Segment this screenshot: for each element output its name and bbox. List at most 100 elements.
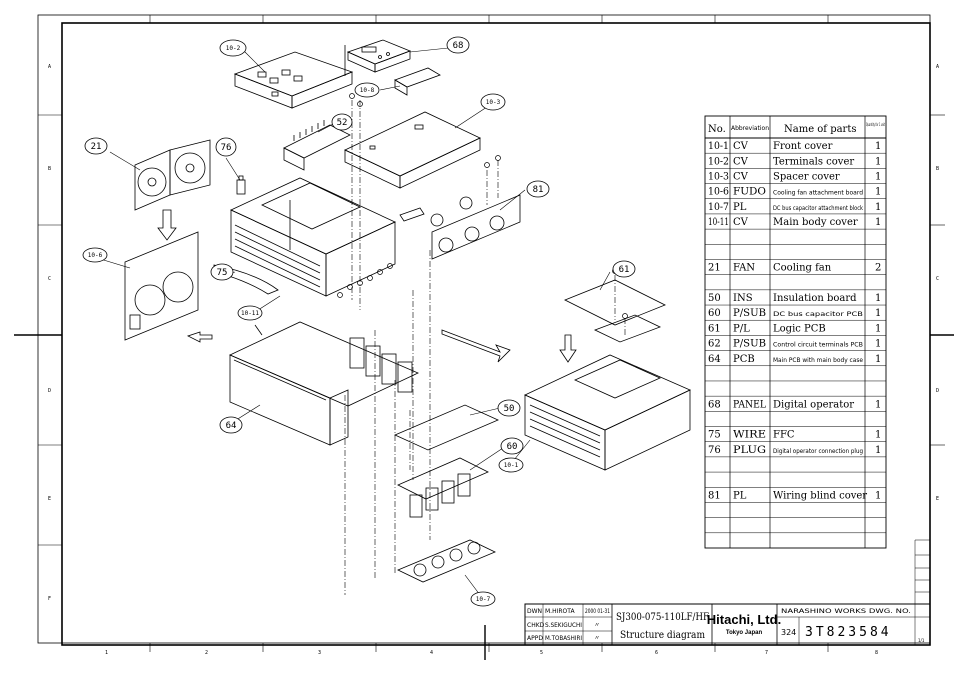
- part-cooling-fans: [134, 139, 211, 211]
- arrow-right-assembly: [441, 329, 511, 363]
- zone-col-8: 8: [875, 650, 878, 656]
- table-cell-abbr: P/SUB: [733, 308, 766, 319]
- drawing-number: 3T823584: [805, 625, 892, 640]
- table-cell-name: Terminals cover: [773, 156, 854, 167]
- table-cell-qty: 1: [875, 339, 881, 350]
- dwn-date: 2000 01-31: [585, 608, 610, 615]
- part-wiring-blind-cover: [399, 194, 521, 260]
- exploded-view: [124, 39, 691, 583]
- svg-text:10-3: 10-3: [486, 99, 501, 106]
- table-cell-qty: 1: [875, 354, 881, 365]
- table-cell-no: 60: [708, 308, 721, 319]
- zone-col-3: 3: [318, 650, 321, 656]
- table-cell-abbr: FAN: [733, 263, 755, 274]
- svg-text:10-7: 10-7: [476, 596, 491, 603]
- table-cell-no: 75: [708, 430, 721, 441]
- table-cell-no: 76: [708, 445, 721, 456]
- screws: [337, 93, 628, 319]
- svg-text:52: 52: [337, 118, 348, 128]
- callout-10-11: 10-11: [237, 305, 263, 321]
- header-abbr: Abbreviation: [731, 125, 769, 132]
- callout-bubbles: 10-2 68 10-8 10-3 52 76 21 81 10-6 75 10…: [82, 36, 636, 607]
- svg-text:64: 64: [226, 421, 237, 431]
- svg-text:10-6: 10-6: [88, 252, 103, 259]
- part-spacer-cover: [344, 111, 481, 189]
- part-capacitor-pcb: [397, 457, 489, 518]
- zone-row-B: B: [48, 166, 51, 172]
- zone-col-7: 7: [765, 650, 768, 656]
- appd-date: 〃: [594, 635, 600, 642]
- table-row-lines: [705, 152, 886, 534]
- table-cell-qty: 1: [875, 399, 881, 410]
- zone-row-C-right: C: [936, 276, 939, 282]
- leader-lines: [96, 46, 611, 596]
- svg-text:50: 50: [504, 404, 515, 414]
- table-cell-no: 68: [708, 399, 721, 410]
- part-main-body-cover: [230, 177, 396, 297]
- callout-68: 68: [446, 36, 470, 54]
- zone-row-B-right: B: [936, 166, 939, 172]
- size-code: 324: [781, 628, 796, 637]
- table-cell-qty: 1: [875, 156, 881, 167]
- callout-60: 60: [500, 437, 524, 455]
- zone-row-A: A: [48, 64, 51, 70]
- table-cell-qty: 1: [875, 293, 881, 304]
- table-cell-qty: 1: [875, 202, 881, 213]
- svg-text:21: 21: [91, 142, 102, 152]
- callout-52: 52: [331, 113, 353, 131]
- table-cell-abbr: CV: [733, 156, 749, 167]
- table-cell-name: Digital operator: [773, 399, 854, 410]
- zone-row-A-right: A: [936, 64, 939, 70]
- table-cell-name: FFC: [773, 430, 795, 441]
- zone-col-1: 1: [105, 650, 108, 656]
- table-cell-name: DC bus capacitor attachment block: [773, 205, 863, 212]
- table-cell-name: Cooling fan attachment board: [773, 190, 863, 197]
- table-cell-name: Spacer cover: [773, 172, 840, 183]
- appd-label: APPD: [527, 635, 543, 642]
- table-cell-name: Digital operator connection plug: [773, 448, 863, 455]
- part-main-body-case: [229, 321, 419, 446]
- callout-75: 75: [210, 263, 234, 281]
- arrow-left-board: [186, 331, 213, 343]
- callout-50: 50: [497, 399, 521, 417]
- header-qty: Quantity for 1 unit: [866, 122, 885, 127]
- zone-labels: 1 2 3 4 5 6 7 8 A B C D E F A B C D E: [48, 64, 939, 656]
- table-cell-name: Main PCB with main body case: [773, 357, 863, 364]
- table-cell-no: 10-1: [708, 141, 729, 152]
- title-block: DWN M.HIROTA 2000 01-31 CHKD S.SEKIGUCHI…: [524, 539, 931, 646]
- table-cell-name: DC bus capacitor PCB: [773, 311, 863, 318]
- table-cell-no: 10-7: [708, 202, 729, 213]
- zone-row-E-right: E: [936, 496, 939, 502]
- table-cell-name: Cooling fan: [773, 263, 832, 274]
- table-cell-abbr: CV: [733, 172, 749, 183]
- table-cell-no: 81: [708, 490, 721, 501]
- table-cell-abbr: WIRE: [733, 430, 766, 441]
- sheet-mark: 1/1: [918, 638, 925, 643]
- chkd-name: S.SEKIGUCHI: [545, 622, 582, 629]
- svg-text:10-8: 10-8: [360, 87, 375, 94]
- callout-10-2: 10-2: [219, 39, 247, 57]
- table-cell-no: 62: [708, 339, 721, 350]
- callout-10-3: 10-3: [480, 93, 506, 111]
- callout-10-6: 10-6: [82, 247, 108, 263]
- callout-76: 76: [215, 137, 237, 157]
- callout-61: 61: [612, 260, 636, 278]
- table-cell-qty: 1: [875, 490, 881, 501]
- table-cell-name: Wiring blind cover: [773, 490, 867, 501]
- callout-10-8: 10-8: [354, 82, 380, 98]
- table-cell-abbr: CV: [733, 141, 749, 152]
- zone-col-4: 4: [430, 650, 433, 656]
- part-control-terminal-pcb: [283, 120, 351, 171]
- assembly-lines: [344, 100, 626, 595]
- zone-row-D-right: D: [936, 388, 939, 394]
- table-cell-name: Logic PCB: [773, 323, 826, 334]
- table-cell-qty: 1: [875, 172, 881, 183]
- table-cell-qty: 1: [875, 141, 881, 152]
- zone-row-F: F: [48, 596, 51, 602]
- header-no: No.: [708, 124, 726, 135]
- table-cell-abbr: PL: [733, 490, 747, 501]
- table-cell-no: 61: [708, 323, 721, 334]
- zone-row-E: E: [48, 496, 51, 502]
- part-operator-plug: [236, 175, 246, 195]
